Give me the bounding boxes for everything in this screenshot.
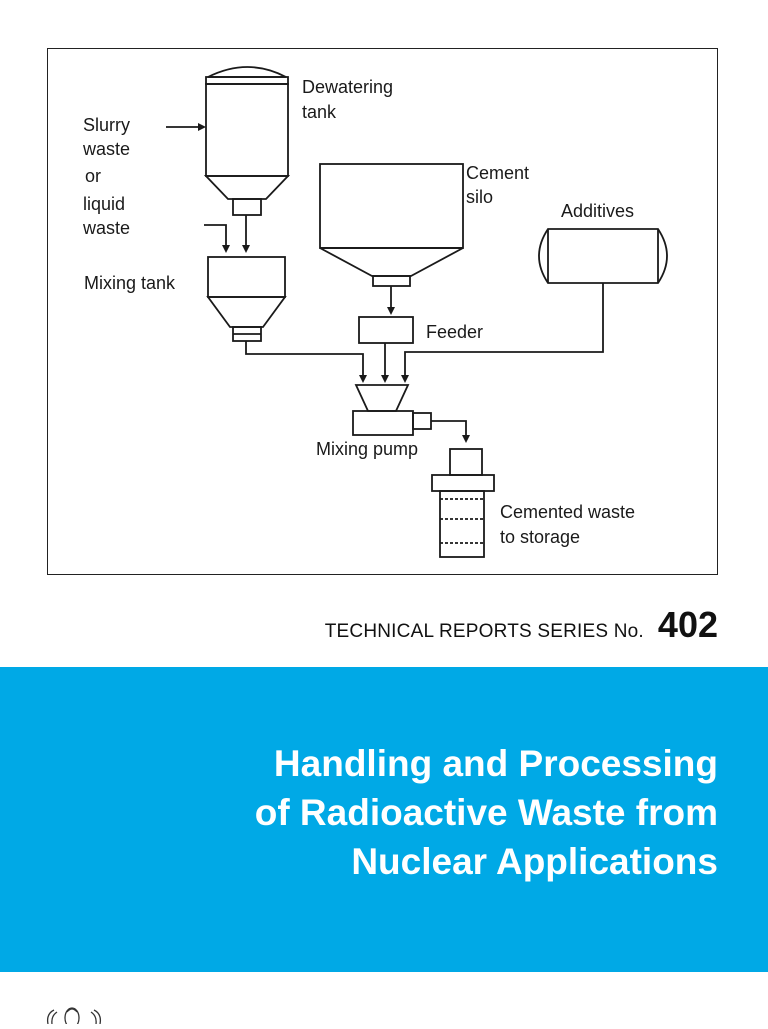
dewatering-tank-label-2: tank bbox=[302, 102, 337, 122]
title-line-1: Handling and Processing bbox=[273, 743, 718, 784]
process-diagram: Dewatering tank Slurry waste or liquid w… bbox=[47, 48, 718, 575]
series-number: 402 bbox=[657, 604, 718, 645]
mixing-tank-label: Mixing tank bbox=[84, 273, 176, 293]
dewatering-tank-label: Dewatering bbox=[302, 77, 394, 97]
title-band: Handling and Processing of Radioactive W… bbox=[0, 667, 768, 972]
feeder-shape bbox=[358, 316, 414, 344]
slurry-label-5: waste bbox=[83, 218, 131, 238]
slurry-label-2: waste bbox=[83, 139, 131, 159]
feeder-label: Feeder bbox=[426, 322, 484, 342]
slurry-inlet-arrow bbox=[166, 123, 206, 131]
mixing-tank-inlet-arrows bbox=[204, 215, 250, 253]
mixing-tank-shape bbox=[206, 256, 287, 342]
series-designation: TECHNICAL REPORTS SERIES No. 402 bbox=[325, 604, 718, 646]
dewatering-tank-shape bbox=[203, 66, 291, 216]
cement-silo-label: Cement bbox=[466, 163, 530, 183]
title-line-3: Nuclear Applications bbox=[351, 841, 718, 882]
document-title: Handling and Processing of Radioactive W… bbox=[255, 739, 718, 886]
additives-tank-shape bbox=[538, 228, 668, 284]
slurry-label-3: or bbox=[85, 166, 102, 186]
additives-label: Additives bbox=[561, 201, 635, 221]
title-line-2: of Radioactive Waste from bbox=[254, 792, 718, 833]
storage-drum-shape bbox=[431, 448, 495, 558]
series-label: TECHNICAL REPORTS SERIES No. bbox=[324, 621, 644, 642]
slurry-label-4: liquid bbox=[83, 194, 126, 214]
slurry-label: Slurry bbox=[83, 115, 131, 135]
mixing-pump-inlet-pipes bbox=[245, 283, 604, 383]
mixing-pump-shape bbox=[352, 384, 470, 443]
cemented-waste-label-2: to storage bbox=[500, 527, 581, 547]
cement-silo-shape bbox=[319, 163, 464, 315]
cement-silo-label-2: silo bbox=[466, 187, 494, 207]
iaea-emblem-icon bbox=[34, 1004, 114, 1029]
cemented-waste-label: Cemented waste bbox=[500, 502, 636, 522]
process-flow-schematic bbox=[166, 66, 668, 558]
mixing-pump-label: Mixing pump bbox=[316, 439, 419, 459]
